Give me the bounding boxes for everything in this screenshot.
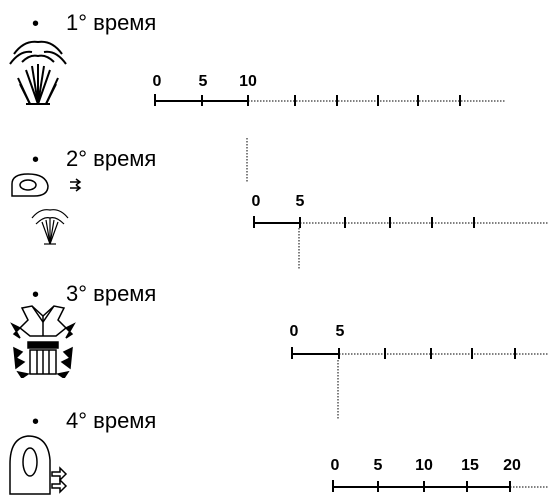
tick-label-1-1: 5 — [198, 73, 208, 90]
tick-label-4-4: 20 — [503, 457, 521, 474]
tick-label-1-0: 0 — [152, 73, 162, 90]
tick-label-2-0: 0 — [251, 193, 261, 210]
bullet-4: • — [32, 411, 40, 433]
step-label-3: 3° время — [66, 281, 157, 306]
small-fountain-icon — [26, 206, 74, 246]
bullet-2: • — [32, 149, 40, 171]
jester-figures-icon — [8, 302, 78, 378]
tick-label-3-1: 5 — [335, 323, 345, 340]
tick-label-3-0: 0 — [289, 323, 299, 340]
tick-label-2-1: 5 — [295, 193, 305, 210]
tick-label-4-1: 5 — [373, 457, 383, 474]
fountain-icon — [4, 34, 72, 106]
tick-label-4-0: 0 — [330, 457, 340, 474]
spiral-fan-icon — [4, 170, 88, 202]
tick-label-4-3: 15 — [461, 457, 479, 474]
tick-label-4-2: 10 — [415, 457, 433, 474]
tick-label-1-2: 10 — [239, 73, 257, 90]
bullet-3: • — [32, 284, 40, 306]
step-label-1: 1° время — [66, 10, 157, 35]
step-label-4: 4° время — [66, 408, 157, 433]
step-label-2: 2° время — [66, 146, 157, 171]
bullet-1: • — [32, 13, 40, 35]
large-spiral-fan-icon — [4, 430, 80, 498]
